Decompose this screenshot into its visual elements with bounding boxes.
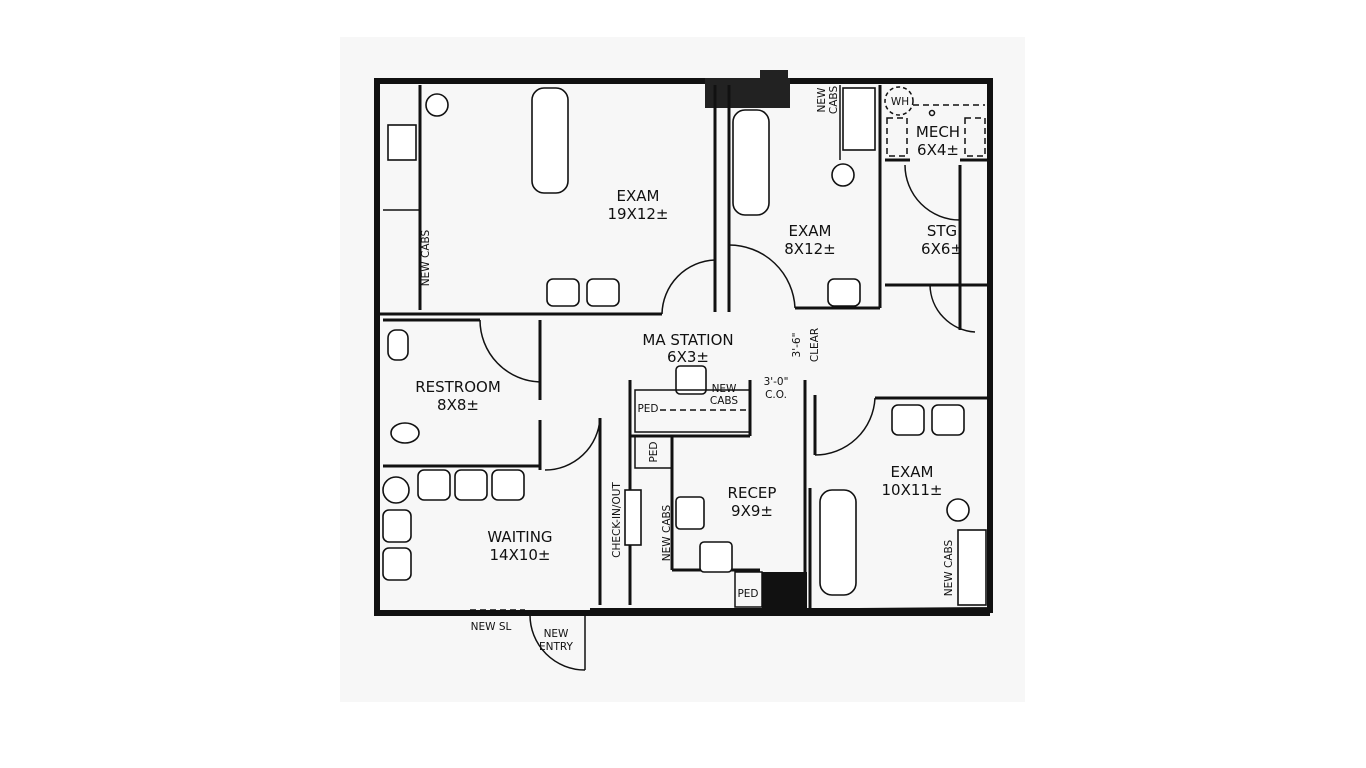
note-co: C.O. xyxy=(765,389,787,401)
note-new: NEW xyxy=(712,383,737,395)
room-name-exam-right: EXAM xyxy=(891,463,934,481)
room-name-exam-small: EXAM xyxy=(789,222,832,240)
room-size-ma-station: 6X3± xyxy=(667,348,709,366)
exterior-walls xyxy=(374,70,993,617)
note-cabs: CABS xyxy=(710,395,739,407)
room-name-ma-station: MA STATION xyxy=(642,331,733,349)
room-size-stg: 6X6± xyxy=(921,240,963,258)
room-name-stg: STG xyxy=(927,222,957,240)
room-size-waiting: 14X10± xyxy=(489,546,550,564)
note-cabs: CABS xyxy=(828,86,840,115)
note-clear-dimension: 3'-6" xyxy=(791,333,803,358)
furniture xyxy=(382,87,987,608)
exam-table xyxy=(531,87,569,194)
room-name-recep: RECEP xyxy=(728,484,777,502)
annotations: NEW CABS NEW CABS WH NEW CABS PED PED PE… xyxy=(420,86,955,653)
room-size-restroom: 8X8± xyxy=(437,396,479,414)
door-swings xyxy=(470,164,976,671)
note-ped: PED xyxy=(648,441,660,462)
note-new-entry: NEW xyxy=(544,628,569,640)
note-water-heater: WH xyxy=(891,96,909,108)
mech-equipment xyxy=(884,86,986,157)
room-size-exam-large: 19X12± xyxy=(607,205,668,223)
note-co-dimension: 3'-0" xyxy=(764,376,789,388)
exam-table xyxy=(732,109,770,216)
interior-walls xyxy=(380,85,990,608)
note-ped: PED xyxy=(637,403,658,415)
room-name-restroom: RESTROOM xyxy=(415,378,501,396)
note-new-entry: ENTRY xyxy=(539,641,574,653)
note-new-cabs: NEW CABS xyxy=(661,504,673,561)
note-new-sl: NEW SL xyxy=(471,621,512,633)
room-size-exam-right: 10X11± xyxy=(881,481,942,499)
note-clear: CLEAR xyxy=(809,328,821,362)
note-ped: PED xyxy=(737,588,758,600)
note-new-cabs: NEW CABS xyxy=(420,229,432,286)
room-name-mech: MECH xyxy=(916,123,960,141)
note-new: NEW xyxy=(816,87,828,112)
room-size-mech: 6X4± xyxy=(917,141,959,159)
exam-table xyxy=(819,489,857,596)
note-new-cabs: NEW CABS xyxy=(943,539,955,596)
room-size-exam-small: 8X12± xyxy=(784,240,835,258)
room-labels: EXAM 19X12± EXAM 8X12± MECH 6X4± STG 6X6… xyxy=(415,123,963,564)
room-name-waiting: WAITING xyxy=(487,528,552,546)
note-check-in-out: CHECK-IN/OUT xyxy=(611,482,623,558)
room-size-recep: 9X9± xyxy=(731,502,773,520)
room-name-exam-large: EXAM xyxy=(617,187,660,205)
